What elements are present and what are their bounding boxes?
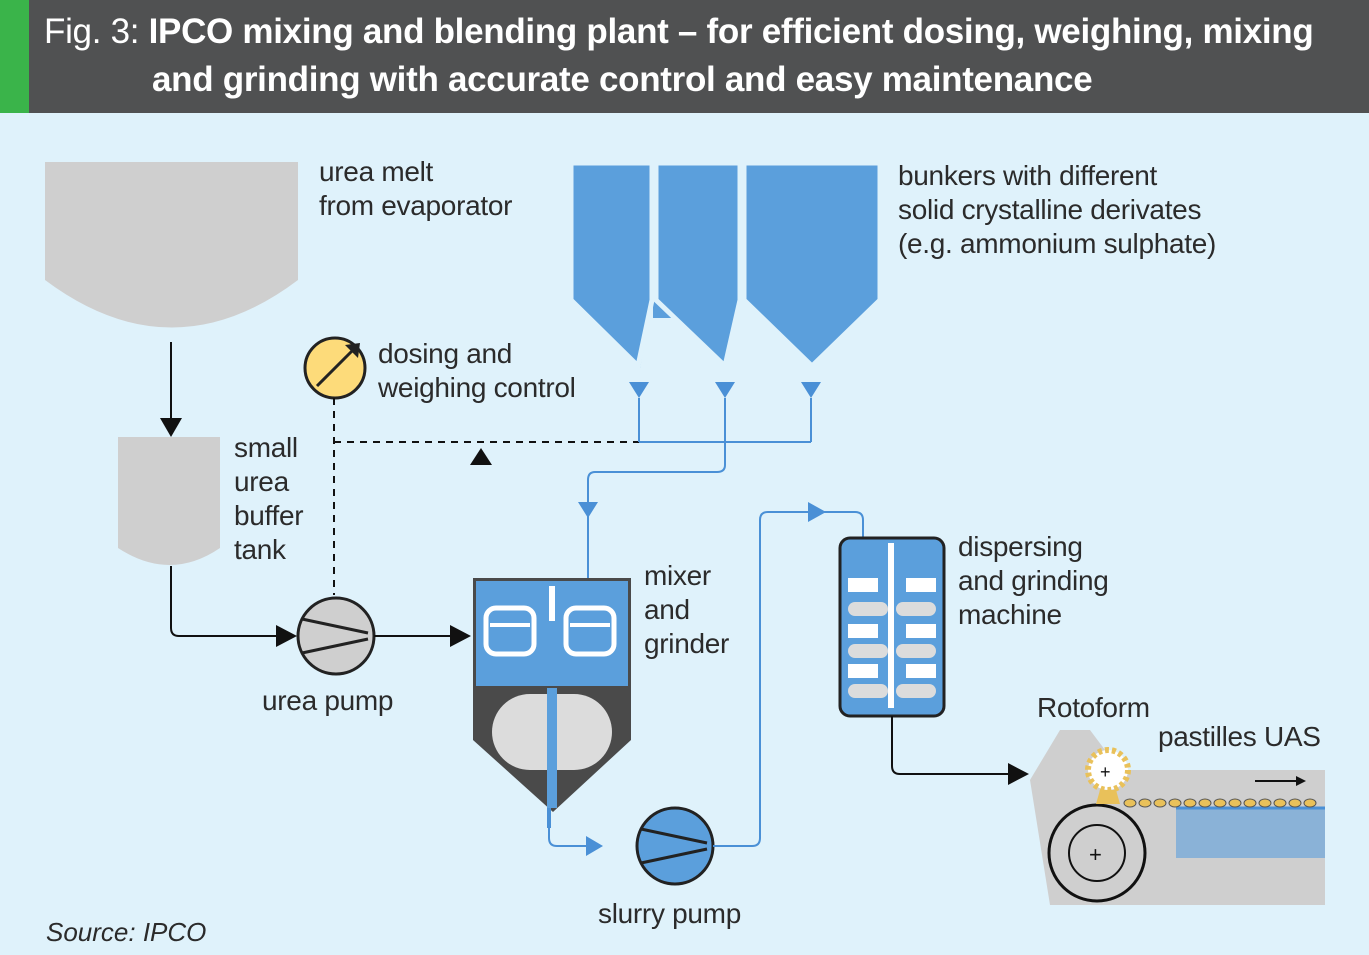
buffer-tank [118, 437, 220, 565]
label-line: weighing control [378, 372, 576, 403]
source-credit: Source: IPCO [46, 917, 207, 947]
arrow-head [586, 836, 603, 856]
label-line: and grinding [958, 565, 1109, 596]
bunkers-icon [568, 160, 883, 371]
svg-text:+: + [1089, 842, 1102, 867]
label-buffer-tank: small urea buffer tank [234, 431, 304, 567]
label-line: mixer [644, 560, 711, 591]
flow-line-slurry-disperser [713, 511, 864, 847]
label-line: small [234, 432, 298, 463]
label-line: dispersing [958, 531, 1083, 562]
rotoform-icon: + + [1030, 730, 1325, 905]
label-line: urea melt [319, 156, 434, 187]
label-line: machine [958, 599, 1062, 630]
label-urea-pump: urea pump [262, 685, 394, 716]
arrow-head [276, 625, 297, 647]
label-pastilles: pastilles UAS [1158, 721, 1321, 752]
label-line: buffer [234, 500, 304, 531]
label-urea-melt: urea melt from evaporator [319, 155, 512, 223]
label-dispersing: dispersing and grinding machine [958, 530, 1109, 632]
arrow-head [1008, 763, 1029, 785]
label-mixer: mixer and grinder [644, 559, 729, 661]
pastilles-icon [1123, 798, 1317, 808]
figure-header: Fig. 3: IPCO mixing and blending plant –… [0, 0, 1369, 113]
accent-bar [0, 0, 29, 113]
figure-title-line-2: and grinding with accurate control and e… [152, 60, 1093, 99]
process-diagram: + + [0, 113, 1369, 955]
label-line: solid crystalline derivates [898, 194, 1202, 225]
label-line: from evaporator [319, 190, 513, 221]
flow-line-tank-pump [170, 566, 280, 637]
label-line: dosing and [378, 338, 513, 369]
flow-line-mixer-slurry [548, 828, 590, 847]
label-line: (e.g. ammonium sulphate) [898, 228, 1217, 259]
label-line: tank [234, 534, 286, 565]
urea-pump-icon [296, 596, 376, 676]
figure-title: IPCO mixing and blending plant – for eff… [148, 12, 1314, 51]
svg-text:+: + [1100, 762, 1111, 782]
mixer-grinder-icon [473, 578, 631, 828]
label-line: bunkers with different [898, 160, 1158, 191]
label-dosing: dosing and weighing control [378, 337, 576, 405]
label-bunkers: bunkers with different solid crystalline… [898, 159, 1216, 261]
label-rotoform: Rotoform [1037, 692, 1150, 723]
arrow-head [160, 418, 182, 437]
arrow-head [808, 502, 826, 522]
bunker-outlets [629, 382, 821, 398]
flow-line-disperser-rotoform [891, 716, 1012, 775]
arrow-head [578, 502, 598, 518]
evaporator-vessel [45, 162, 298, 328]
label-line: and [644, 594, 690, 625]
figure-title-line-1: Fig. 3: IPCO mixing and blending plant –… [44, 12, 1314, 52]
label-line: grinder [644, 628, 730, 659]
dispersing-machine-icon [838, 536, 946, 718]
arrow-head [450, 625, 471, 647]
label-line: urea [234, 466, 289, 497]
label-slurry-pump: slurry pump [598, 898, 741, 929]
figure-number: Fig. 3: [44, 12, 140, 51]
control-arrow-icon [470, 448, 492, 465]
slurry-pump-icon [635, 806, 715, 886]
